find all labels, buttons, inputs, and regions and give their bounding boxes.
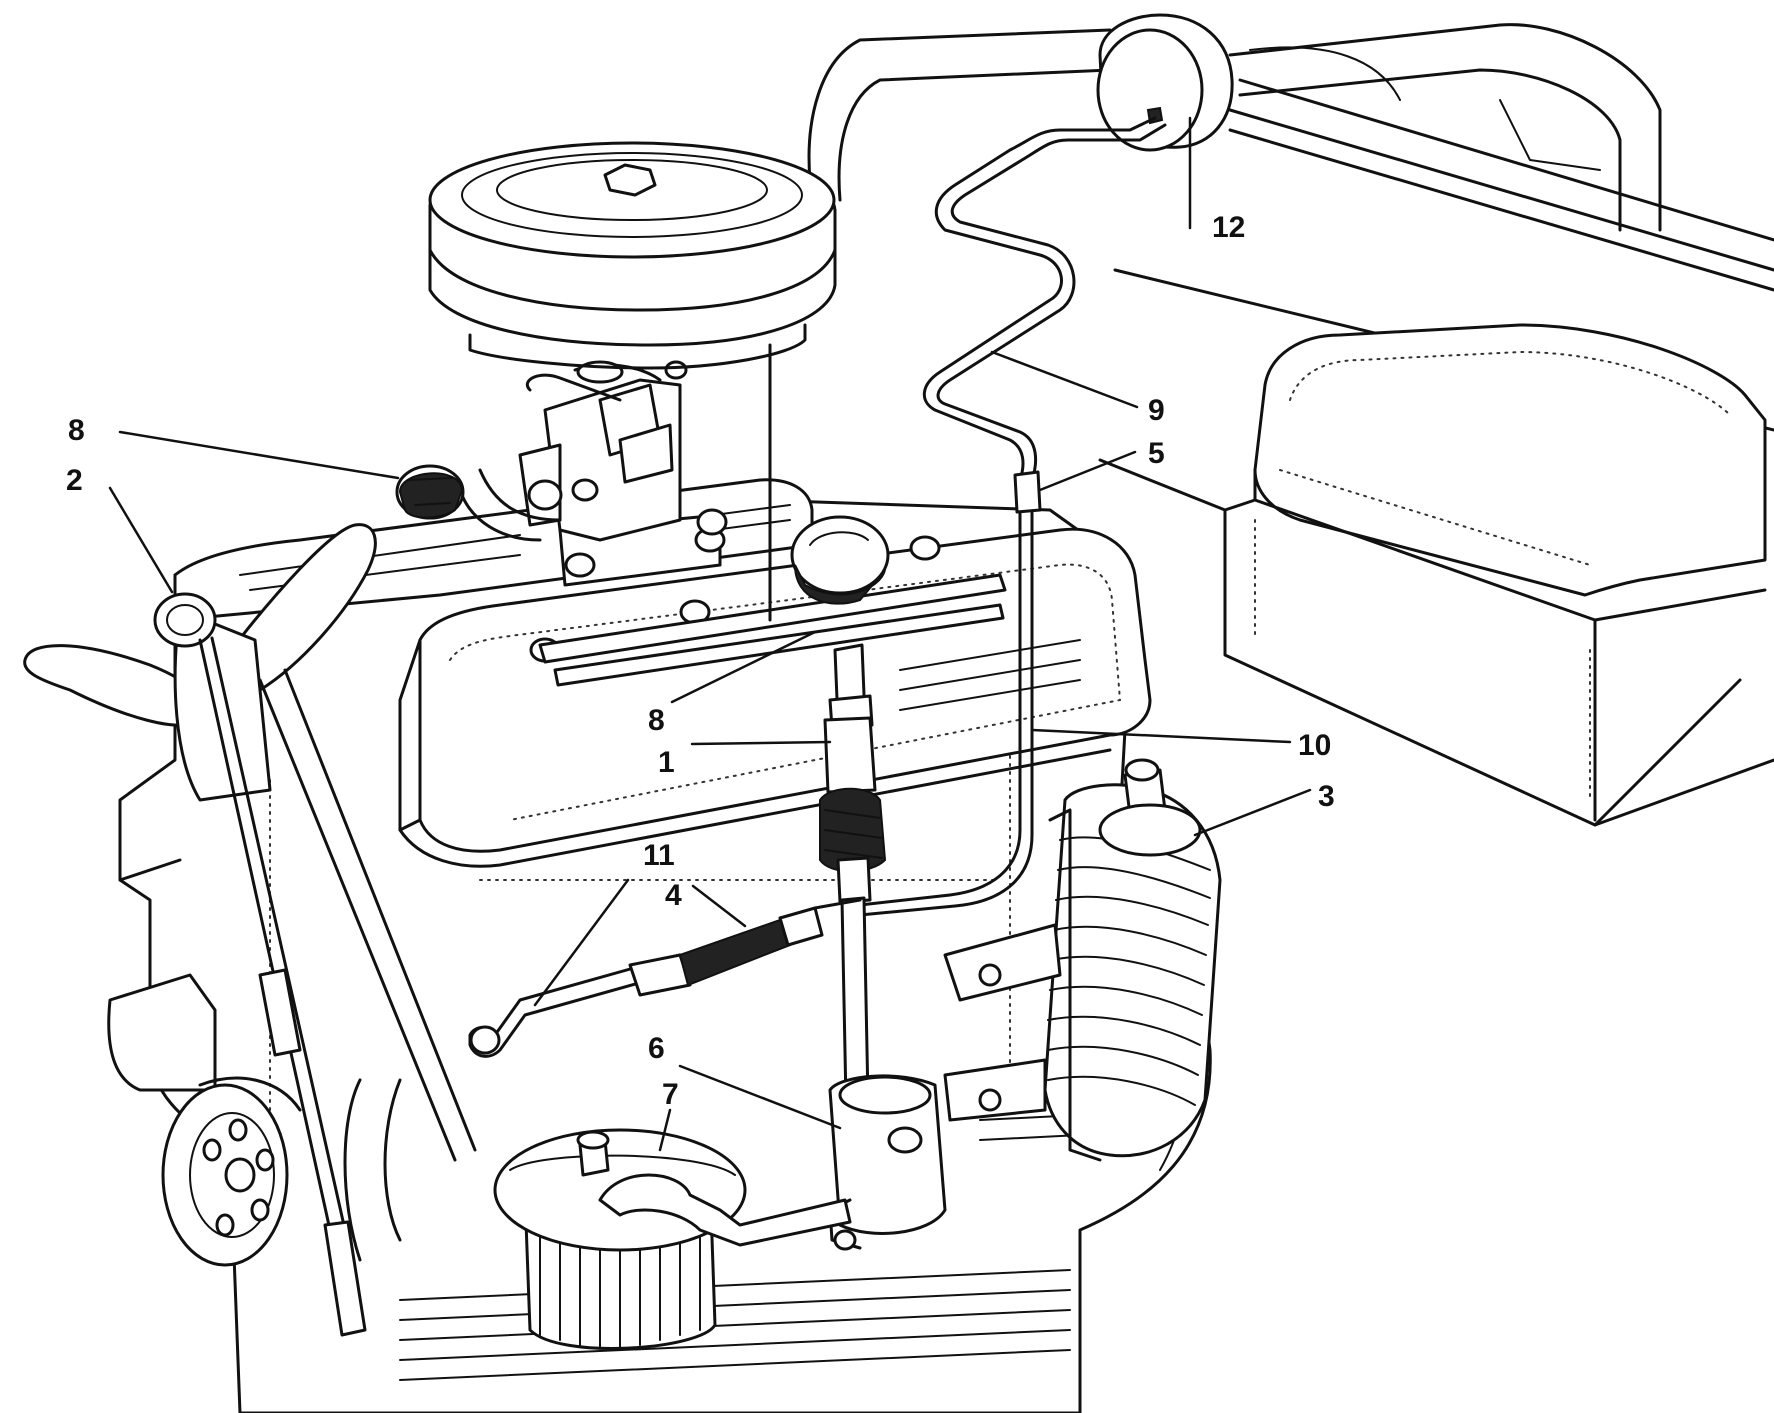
oil-filler-cap-rear xyxy=(395,464,465,520)
callout-6: 6 xyxy=(648,1032,665,1065)
callout-10: 10 xyxy=(1298,729,1331,762)
dipstick xyxy=(153,592,367,1337)
oil-filter xyxy=(943,758,1222,1162)
callout-12: 12 xyxy=(1212,211,1245,244)
callout-labels: 8 2 8 1 9 5 10 3 11 4 6 7 12 xyxy=(66,211,1335,1111)
callout-4: 4 xyxy=(665,879,682,912)
oil-pump-drive-shaft xyxy=(819,643,887,1104)
carburettor xyxy=(458,360,728,542)
callout-8-front: 8 xyxy=(648,704,665,737)
firewall-panel xyxy=(807,23,1774,432)
oil-pressure-line xyxy=(858,116,1167,917)
callout-5: 5 xyxy=(1148,437,1165,470)
oil-filler-cap-front xyxy=(790,515,890,605)
callout-9: 9 xyxy=(1148,394,1165,427)
cooling-fan xyxy=(23,523,477,1267)
battery-box xyxy=(1098,323,1774,827)
callout-3: 3 xyxy=(1318,780,1335,813)
callout-1: 1 xyxy=(658,746,675,779)
leader-lines xyxy=(108,116,1312,1152)
air-cleaner xyxy=(428,141,837,622)
callout-8-rear: 8 xyxy=(68,414,85,447)
callout-7: 7 xyxy=(662,1078,679,1111)
callout-2: 2 xyxy=(66,464,83,497)
valve-cover xyxy=(398,527,1152,868)
callout-11: 11 xyxy=(643,839,675,872)
oil-strainer xyxy=(493,1128,852,1350)
oil-filter-hose xyxy=(468,898,862,1058)
